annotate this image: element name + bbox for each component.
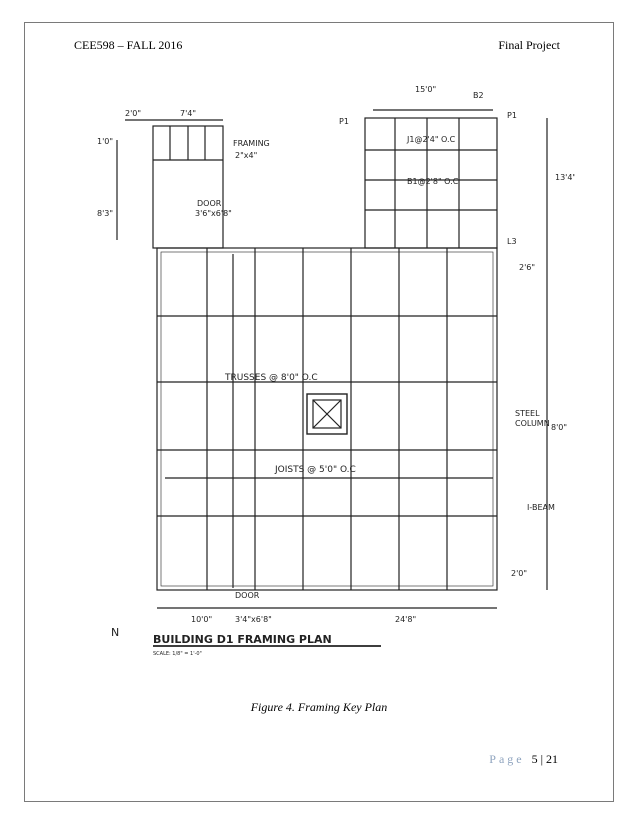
dim-24-8-label: 24'8" (395, 615, 416, 624)
b2-label: B2 (473, 91, 484, 100)
dim-1-0-label: 1'0" (97, 137, 113, 146)
l3-label: L3 (507, 237, 517, 246)
door-upper-size-label: 3'6"x6'8" (195, 209, 232, 218)
page-word: Page (489, 752, 525, 766)
figure-caption: Figure 4. Framing Key Plan (250, 700, 388, 714)
dim-13-4-label: 13'4" (555, 173, 575, 182)
ibeam-label: I-BEAM (527, 503, 555, 512)
framing-plan-drawing: 2'0" 7'4" 1'0" 8'3" FRAMING 2"x4" DOOR 3… (95, 80, 576, 660)
page-border (24, 22, 614, 802)
framing-size-label: 2"x4" (235, 151, 257, 160)
dim-2-0b-label: 2'0" (511, 569, 527, 578)
j1-label: J1@2'4" O.C (406, 135, 456, 144)
page-value: 5 | 21 (531, 752, 558, 766)
plan-title: BUILDING D1 FRAMING PLAN (153, 633, 332, 646)
plan-scale: SCALE: 1/8" = 1'-0" (153, 651, 202, 657)
dim-8-3-label: 8'3" (97, 209, 113, 218)
page-number: Page 5 | 21 (489, 752, 558, 767)
header-project: Final Project (498, 38, 560, 52)
p1-right-label: P1 (507, 111, 517, 120)
dim-10-0-label: 10'0" (191, 615, 212, 624)
door-lower-label: DOOR (235, 591, 260, 600)
p1-left-label: P1 (339, 117, 349, 126)
north-arrow-label: N (111, 626, 119, 639)
header-course: CEE598 – FALL 2016 (74, 38, 183, 52)
trusses-label: TRUSSES @ 8'0" O.C (224, 373, 318, 383)
b1-label: B1@2'8" O.C (407, 177, 459, 186)
framing-label: FRAMING (233, 139, 270, 148)
dim-15-0-label: 15'0" (415, 85, 436, 94)
dim-8-0-label: 8'0" (551, 423, 567, 432)
dim-3-4-label: 3'4"x6'8" (235, 615, 272, 624)
main-building-outline (156, 247, 498, 591)
joists-label: JOISTS @ 5'0" O.C (274, 465, 356, 475)
dim-2-0-label: 2'0" (125, 109, 141, 118)
dim-2-6-label: 2'6" (519, 263, 535, 272)
steel-column-label-2: COLUMN (515, 419, 550, 428)
door-upper-label: DOOR (197, 199, 222, 208)
addition-outline (364, 117, 498, 249)
dim-7-4-label: 7'4" (180, 109, 196, 118)
steel-column-label: STEEL (515, 409, 540, 418)
